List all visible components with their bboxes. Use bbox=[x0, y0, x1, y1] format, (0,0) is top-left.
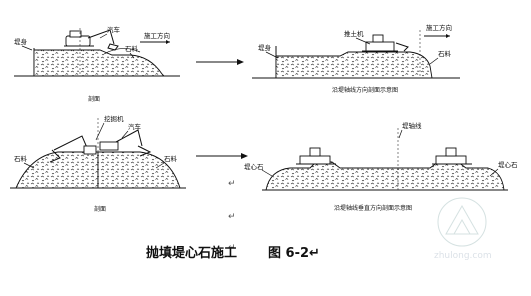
p3-left-label: 石料 bbox=[14, 154, 28, 163]
p1-caption: 剖面 bbox=[88, 95, 100, 103]
p3-caption: 剖面 bbox=[94, 205, 106, 213]
watermark-text: zhulong.com bbox=[434, 251, 492, 261]
p4-right-label: 堤心石 bbox=[498, 160, 518, 169]
p3-truck-label: 汽车 bbox=[128, 122, 142, 131]
bulldozer-right-icon bbox=[432, 147, 472, 165]
truck-icon bbox=[99, 129, 152, 157]
p1-truck-label: 汽车 bbox=[107, 25, 121, 34]
flow-arrow-1 bbox=[196, 59, 244, 65]
p3-excavator-label: 挖掘机 bbox=[104, 114, 124, 123]
panel-4: 堤轴线 堤心石 堤心石 沿堤轴线垂直方向剖面示意图 bbox=[244, 121, 518, 212]
paragraph-mark: ↵ bbox=[228, 243, 236, 253]
panel-2: 推土机 施工方向 堤身 石料 沿堤轴线方向剖面示意图 bbox=[252, 23, 460, 94]
p3-right-label: 石料 bbox=[164, 154, 178, 163]
rubble-mound bbox=[265, 161, 505, 191]
rubble-mound-left bbox=[15, 151, 99, 189]
p4-caption: 沿堤轴线垂直方向剖面示意图 bbox=[334, 204, 412, 212]
p4-left-label: 堤心石 bbox=[244, 162, 264, 171]
p1-direction-label: 施工方向 bbox=[144, 31, 170, 40]
p2-direction-label: 施工方向 bbox=[426, 23, 452, 32]
p2-stone-label: 石料 bbox=[438, 49, 452, 58]
p1-left-label: 堤身 bbox=[14, 37, 28, 46]
flow-arrow-2 bbox=[196, 153, 248, 159]
paragraph-mark: ↵ bbox=[228, 179, 236, 189]
panel-3: 挖掘机 汽车 石料 石料 剖面 bbox=[10, 114, 186, 213]
p1-stone-label: 石料 bbox=[125, 44, 139, 53]
figure-number: 图 6-2↵ bbox=[268, 246, 320, 261]
p2-caption: 沿堤轴线方向剖面示意图 bbox=[332, 86, 398, 94]
p4-axis-label: 堤轴线 bbox=[402, 121, 422, 130]
rubble-fill bbox=[33, 49, 166, 77]
bulldozer-icon bbox=[362, 34, 409, 52]
panel-1: 堤身 汽车 石料 施工方向 剖面 bbox=[14, 25, 180, 103]
watermark-logo: zhulong.com bbox=[434, 197, 492, 261]
stone-pile-outline bbox=[103, 48, 141, 55]
figure-title: 抛填堤心石施工 bbox=[146, 245, 237, 261]
bulldozer-left-icon bbox=[296, 147, 336, 165]
paragraph-mark: ↵ bbox=[228, 212, 236, 222]
p2-left-label: 堤身 bbox=[258, 43, 272, 52]
p2-bulldozer-label: 推土机 bbox=[344, 29, 364, 38]
excavator-icon bbox=[64, 28, 119, 76]
rubble-fill bbox=[275, 51, 433, 79]
excavator-icon bbox=[49, 135, 97, 163]
